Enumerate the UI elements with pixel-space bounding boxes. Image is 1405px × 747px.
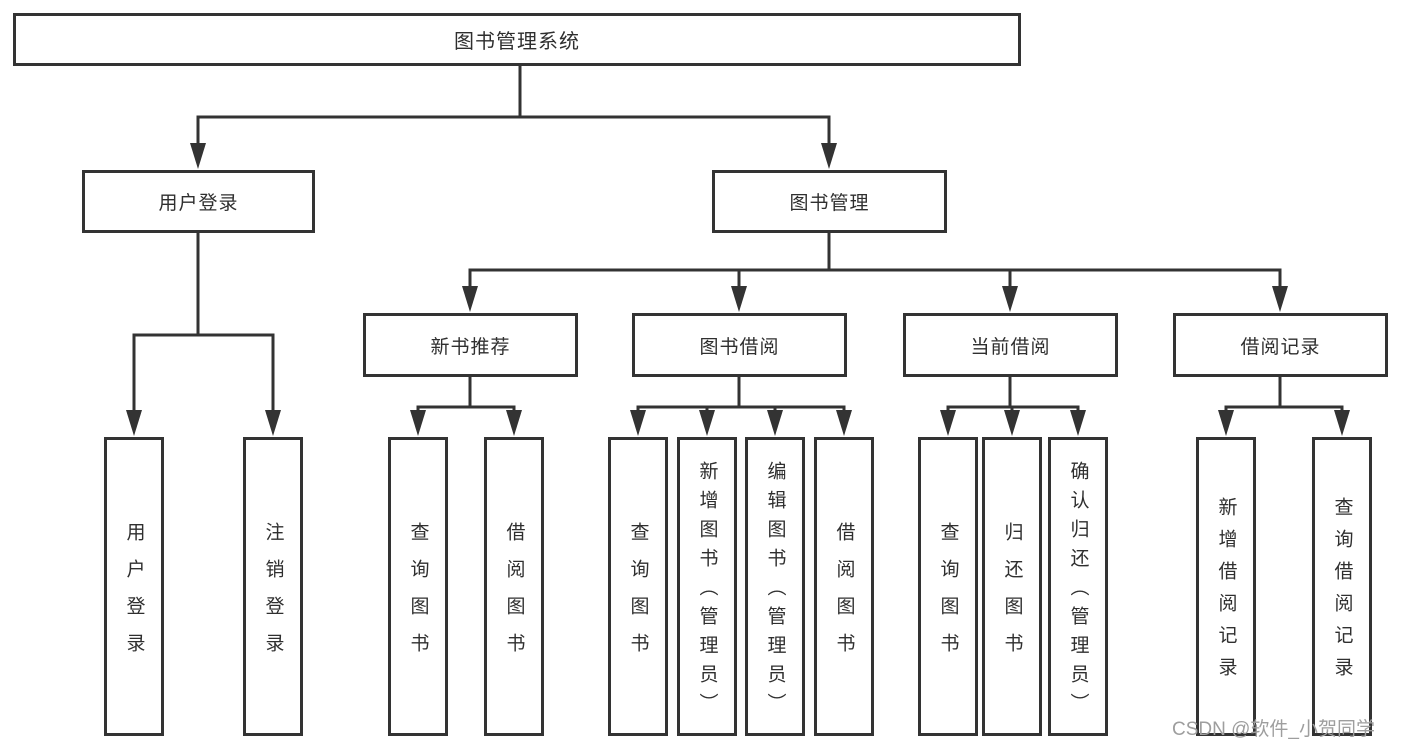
arrowhead <box>731 286 747 312</box>
node-book-borrow-label: 图书借阅 <box>699 336 780 358</box>
leaf-recommend-query-books-label: 查询图书 <box>407 521 429 670</box>
connector-current-borrow-children <box>940 375 1086 436</box>
connector-new-book-recommend-children <box>410 375 522 436</box>
arrowhead <box>767 410 783 436</box>
connector-root-to-level1 <box>190 64 837 169</box>
connector-book-management-children <box>462 231 1288 312</box>
leaf-logout: 注销登录 <box>243 437 303 736</box>
arrowhead <box>836 410 852 436</box>
arrowhead <box>940 410 956 436</box>
arrowhead <box>1218 410 1234 436</box>
node-current-borrow: 当前借阅 <box>903 313 1118 377</box>
leaf-user-login: 用户登录 <box>104 437 164 736</box>
arrowhead <box>1070 410 1086 436</box>
leaf-current-query-books-label: 查询图书 <box>937 521 959 670</box>
arrowhead <box>506 410 522 436</box>
leaf-borrow-add-books-admin: 新增图书（管理员） <box>677 437 737 736</box>
node-current-borrow-label: 当前借阅 <box>970 336 1051 358</box>
leaf-logout-label: 注销登录 <box>262 521 284 670</box>
arrowhead <box>410 410 426 436</box>
leaf-current-confirm-return-admin: 确认归还（管理员） <box>1048 437 1108 736</box>
connector-user-login-children <box>126 231 281 436</box>
leaf-borrow-borrow-books: 借阅图书 <box>814 437 874 736</box>
node-root: 图书管理系统 <box>13 13 1021 66</box>
leaf-recommend-query-books: 查询图书 <box>388 437 448 736</box>
watermark: CSDN @软件_小贺同学 <box>1172 719 1375 740</box>
leaf-borrow-edit-books-admin-label: 编辑图书（管理员） <box>764 461 786 722</box>
arrowhead <box>190 143 206 169</box>
leaf-records-add-record: 新增借阅记录 <box>1196 437 1256 736</box>
node-new-book-recommend-label: 新书推荐 <box>430 336 511 358</box>
node-book-borrow: 图书借阅 <box>632 313 847 377</box>
node-user-login-label: 用户登录 <box>158 193 239 214</box>
node-book-management: 图书管理 <box>712 170 947 233</box>
leaf-current-return-books-label: 归还图书 <box>1001 521 1023 670</box>
leaf-borrow-query-books-label: 查询图书 <box>627 521 649 670</box>
leaf-borrow-edit-books-admin: 编辑图书（管理员） <box>745 437 805 736</box>
connector-borrow-records-children <box>1218 375 1350 436</box>
arrowhead <box>1272 286 1288 312</box>
leaf-records-add-record-label: 新增借阅记录 <box>1215 497 1237 689</box>
leaf-current-query-books: 查询图书 <box>918 437 978 736</box>
arrowhead <box>1004 410 1020 436</box>
arrowhead <box>1002 286 1018 312</box>
arrowhead <box>630 410 646 436</box>
leaf-recommend-borrow-books: 借阅图书 <box>484 437 544 736</box>
arrowhead <box>821 143 837 169</box>
arrowhead <box>462 286 478 312</box>
node-borrow-records-label: 借阅记录 <box>1240 336 1321 358</box>
connector-book-borrow-children <box>630 375 852 436</box>
node-borrow-records: 借阅记录 <box>1173 313 1388 377</box>
leaf-borrow-add-books-admin-label: 新增图书（管理员） <box>696 461 718 722</box>
leaf-borrow-borrow-books-label: 借阅图书 <box>833 521 855 670</box>
leaf-current-return-books: 归还图书 <box>982 437 1042 736</box>
arrowhead <box>126 410 142 436</box>
leaf-borrow-query-books: 查询图书 <box>608 437 668 736</box>
leaf-records-query-record: 查询借阅记录 <box>1312 437 1372 736</box>
arrowhead <box>1334 410 1350 436</box>
leaf-recommend-borrow-books-label: 借阅图书 <box>503 521 525 670</box>
leaf-user-login-label: 用户登录 <box>123 521 145 670</box>
arrowhead <box>265 410 281 436</box>
leaf-records-query-record-label: 查询借阅记录 <box>1331 497 1353 689</box>
node-new-book-recommend: 新书推荐 <box>363 313 578 377</box>
leaf-current-confirm-return-admin-label: 确认归还（管理员） <box>1067 461 1089 722</box>
node-root-label: 图书管理系统 <box>454 31 580 53</box>
node-user-login: 用户登录 <box>82 170 315 233</box>
node-book-management-label: 图书管理 <box>789 193 870 214</box>
arrowhead <box>699 410 715 436</box>
